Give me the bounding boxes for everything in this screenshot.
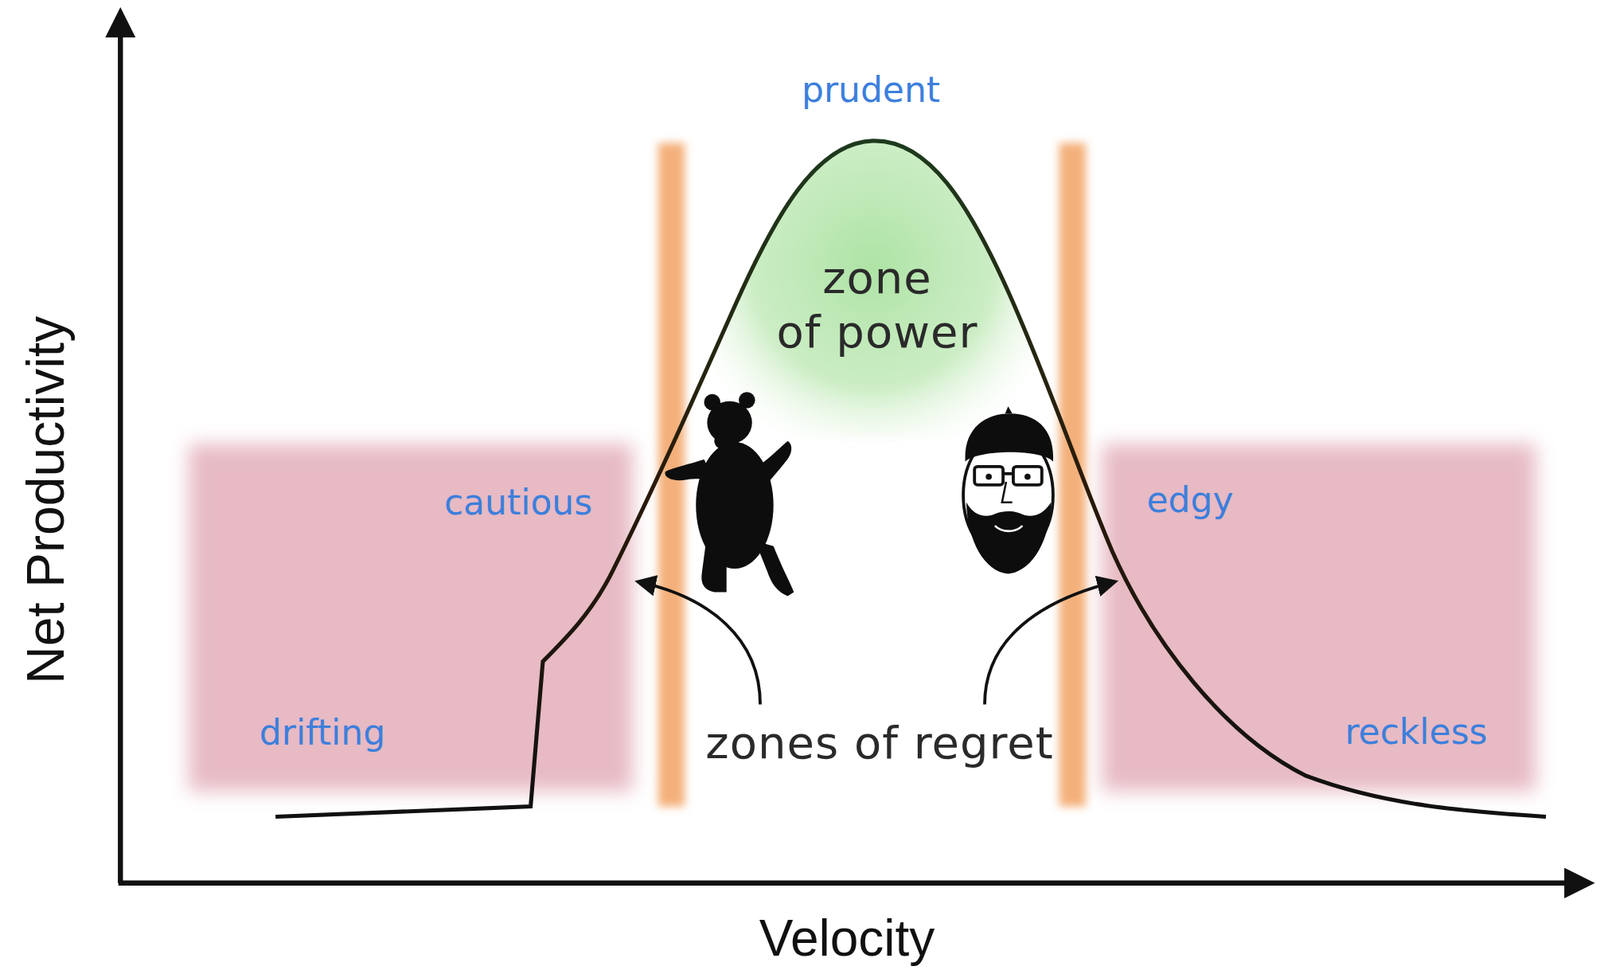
text-line: of power	[776, 304, 979, 360]
zone-name: drifting	[259, 712, 386, 754]
zone-name: reckless	[1344, 711, 1487, 753]
y-axis	[117, 22, 123, 883]
zone-name: cautious	[444, 482, 593, 523]
text-line: zone	[776, 250, 979, 305]
x-axis	[118, 880, 1581, 886]
pink-band: edgy reckless	[1102, 444, 1536, 792]
peak-label: prudent	[801, 70, 941, 111]
green-zone	[632, 122, 1113, 439]
bear-silhouette	[664, 391, 794, 596]
axis-title: Velocity	[759, 909, 936, 968]
pink-band	[1101, 444, 1536, 792]
regret-label: zones of regret	[705, 717, 1054, 769]
zone-name: edgy	[1147, 480, 1234, 521]
zone-title: zone of power	[776, 250, 979, 360]
zone-region: zone of power	[704, 222, 1051, 422]
leader-arrow	[984, 581, 1115, 705]
bearded-face	[963, 405, 1054, 574]
pink-band	[188, 444, 633, 792]
pink-band: cautious drifting	[188, 444, 633, 792]
axis-title: Net Productivity	[15, 316, 77, 684]
leader-arrow	[638, 581, 761, 705]
productivity-curve	[275, 140, 1546, 817]
